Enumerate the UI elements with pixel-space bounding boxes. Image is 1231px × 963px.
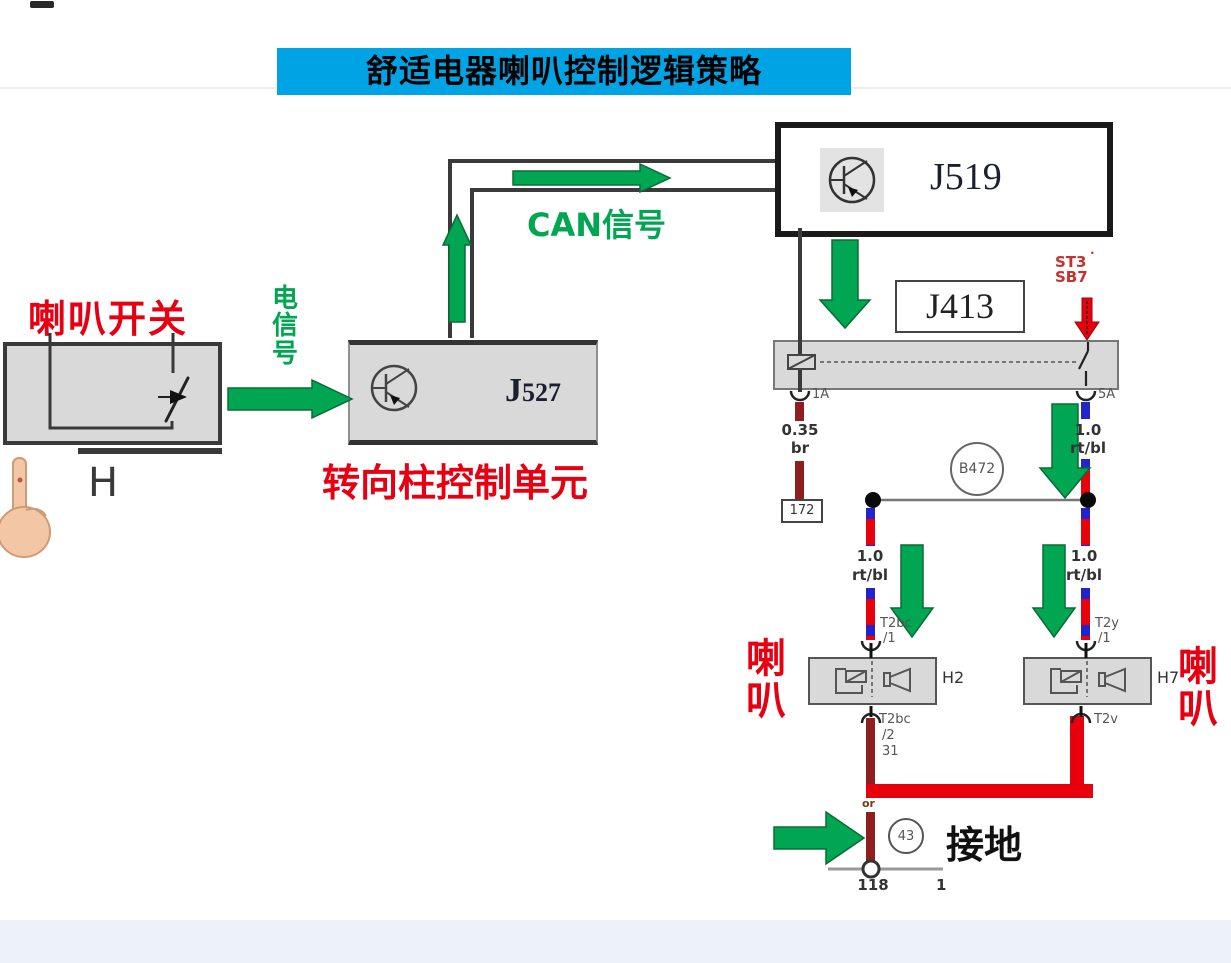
transistor-icon [370, 364, 418, 412]
horn-h2-id: H2 [942, 668, 965, 687]
left-wire-gauge: 0.35 [781, 421, 819, 439]
fuse-line1: ST3 [1055, 253, 1087, 271]
can-wire-high [448, 159, 775, 338]
wire-br-lower [795, 461, 804, 499]
branch-left-wire-lower [866, 588, 875, 640]
h7-red-wire-vertical [1070, 716, 1084, 798]
horn-switch-box [3, 342, 222, 445]
terminal-5a-label: 5A [1098, 387, 1116, 402]
wire-1a-stub [795, 402, 804, 421]
terminal-5a [1075, 390, 1097, 402]
right-wire-gauge: 1.0 [1074, 421, 1102, 439]
h2-bottom-connector: T2bc [879, 712, 911, 727]
horn-label-left: 喇叭 [746, 636, 786, 724]
red-wire-horizontal [866, 784, 1093, 798]
right-wire-color: rt/bl [1070, 439, 1106, 457]
j527-icon [366, 360, 422, 420]
branch-right-gauge: 1.0 [1070, 547, 1098, 565]
left-wire-color: br [790, 439, 810, 457]
ground-node-right: 1 [936, 876, 947, 894]
horn-h2-box [808, 657, 937, 705]
horn-h7-box [1023, 657, 1152, 705]
h7-bottom-connector: T2v [1094, 712, 1118, 727]
pointing-hand-icon [0, 457, 51, 558]
horn-label-right: 喇叭 [1178, 644, 1218, 732]
ground-arrow-right [773, 810, 866, 866]
fuse-arrow-down [1074, 297, 1100, 341]
h2-top-pin: /1 [883, 631, 896, 646]
branch-left-gauge: 1.0 [856, 547, 884, 565]
or-ground-wire [866, 812, 875, 862]
branch-left-wire-upper [866, 508, 875, 546]
fuse-line2: SB7 [1055, 268, 1088, 286]
h2-ground-wire [866, 718, 875, 792]
connector-b472-label: B472 [958, 461, 996, 477]
j527-number: 527 [522, 378, 561, 407]
ground-wire-color: or [862, 797, 875, 810]
fuse-label: ST3 SB7 [1055, 255, 1088, 285]
can-arrow-up [441, 213, 473, 323]
terminal-1a [789, 390, 811, 402]
j527-id: J527 [505, 372, 561, 410]
ground-node-circle [861, 859, 881, 879]
j527-caption: 转向柱控制单元 [322, 461, 589, 505]
branch-left-color: rt/bl [852, 566, 888, 584]
h7-top-connector: T2y [1095, 616, 1119, 631]
j413-relay-strip [773, 340, 1119, 390]
h7-top-pin: /1 [1098, 631, 1111, 646]
signal-arrow-right [227, 378, 354, 420]
j527-prefix: J [505, 372, 522, 409]
h2-bottom-pin: /2 [882, 728, 895, 743]
j413-label-box: J413 [895, 280, 1025, 333]
can-arrow-right [512, 162, 672, 194]
j519-id: J519 [930, 156, 1002, 198]
branch-right-wire-lower [1081, 588, 1090, 640]
terminal-t2y-1 [1075, 640, 1097, 652]
terminal-t2bc-1 [860, 640, 882, 652]
horn-h7-id: H7 [1157, 668, 1180, 687]
transistor-icon [828, 156, 876, 204]
branch-right-wire-upper [1081, 508, 1090, 546]
can-signal-label: CAN信号 [527, 206, 667, 244]
top-edge-mark [30, 1, 54, 8]
switch-id-label: H [88, 460, 119, 506]
horn-switch-label: 喇叭开关 [28, 297, 189, 341]
terminal-1a-label: 1A [812, 387, 830, 402]
h2-terminal-31: 31 [882, 744, 899, 759]
ground-ref-172: 172 [781, 499, 823, 523]
page-title: 舒适电器喇叭控制逻辑策略 [277, 48, 851, 95]
bottom-band [0, 920, 1231, 963]
wire-rtbl-upper [1081, 459, 1090, 498]
wire-5a-stub [1081, 402, 1090, 419]
j519-icon-frame [820, 148, 884, 212]
fuse-mark: · [1090, 246, 1095, 260]
electric-signal-label: 电信号 [272, 284, 299, 369]
junction-dot-left [865, 492, 881, 508]
ground-point-label: 43 [897, 829, 915, 844]
branch-right-color: rt/bl [1066, 566, 1102, 584]
j519-j413-arrow-down [818, 239, 872, 330]
h2-top-connector: T2bc [880, 616, 912, 631]
ground-label: 接地 [946, 823, 1023, 867]
ground-node-number: 118 [857, 876, 889, 894]
